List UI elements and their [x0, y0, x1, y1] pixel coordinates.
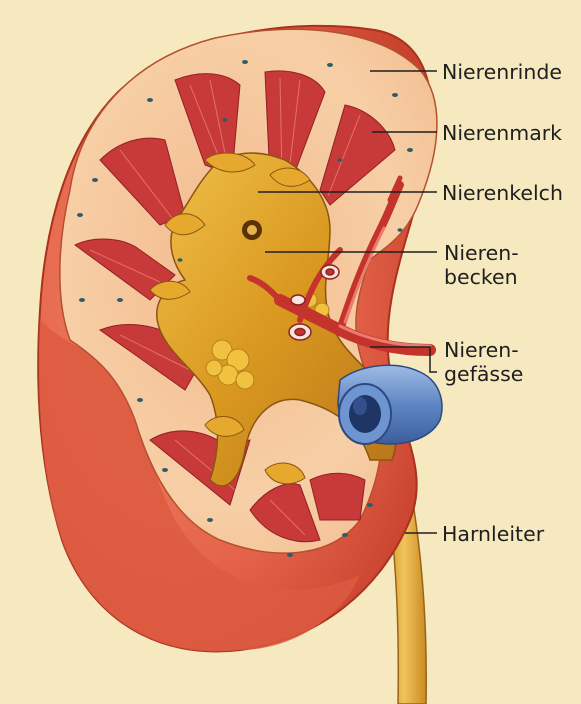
label-nierengefaesse: Nieren- gefässe	[444, 338, 523, 386]
renal-vein	[338, 365, 442, 444]
label-nierenbecken-line-2: becken	[444, 265, 519, 289]
label-nierenbecken: Nieren- becken	[444, 241, 519, 289]
label-nierengefaesse-line-2: gefässe	[444, 362, 523, 386]
label-nierengefaesse-line-1: Nieren-	[444, 338, 523, 362]
label-nierenrinde: Nierenrinde	[442, 60, 562, 84]
pelvis-opening-inner	[247, 225, 257, 235]
pyramid-9	[310, 473, 365, 520]
label-nierenmark: Nierenmark	[442, 121, 562, 145]
label-nierenkelch: Nierenkelch	[442, 181, 563, 205]
label-nierenbecken-line-1: Nieren-	[444, 241, 519, 265]
label-harnleiter: Harnleiter	[442, 522, 544, 546]
